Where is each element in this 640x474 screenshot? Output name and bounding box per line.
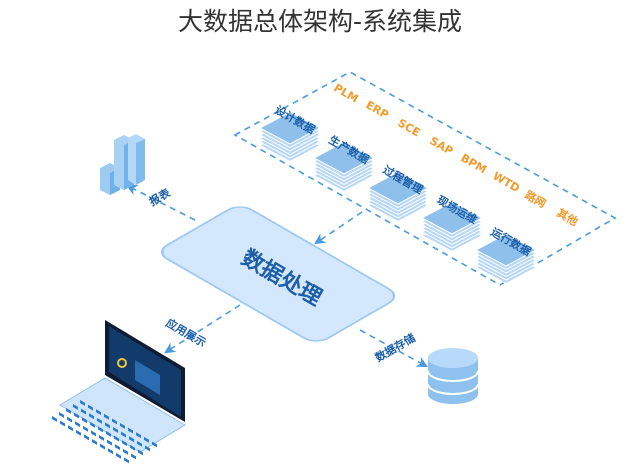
data-stack: 运行数据	[474, 224, 538, 285]
system-label: WTD	[491, 169, 522, 195]
system-label: 路网	[523, 187, 549, 210]
page-title: 大数据总体架构-系统集成	[177, 7, 463, 36]
system-label: SCE	[396, 116, 423, 139]
database-icon	[427, 348, 479, 404]
system-label: ERP	[364, 98, 391, 121]
app-label: 应用展示	[164, 315, 209, 349]
arrow-report	[126, 184, 196, 221]
system-label: 其他	[555, 205, 581, 228]
system-label: SAP	[428, 134, 456, 158]
arrow-app	[164, 304, 241, 354]
data-stack: 现场运维	[420, 192, 484, 253]
report-label: 报表	[147, 185, 174, 209]
laptop-icon	[52, 320, 186, 464]
data-stack: 生产数据	[312, 132, 376, 193]
arrow-input	[314, 211, 363, 245]
system-label: PLM	[332, 81, 361, 105]
data-stack: 设计数据	[258, 102, 322, 163]
system-label: BPM	[459, 151, 489, 176]
source-region	[233, 71, 617, 286]
data-stack: 过程管理	[366, 162, 430, 223]
storage-label: 数据存储	[373, 330, 418, 364]
data-processing-panel: 数据处理	[161, 206, 396, 342]
report-chart-icon	[100, 134, 145, 195]
arrow-storage	[359, 329, 428, 368]
